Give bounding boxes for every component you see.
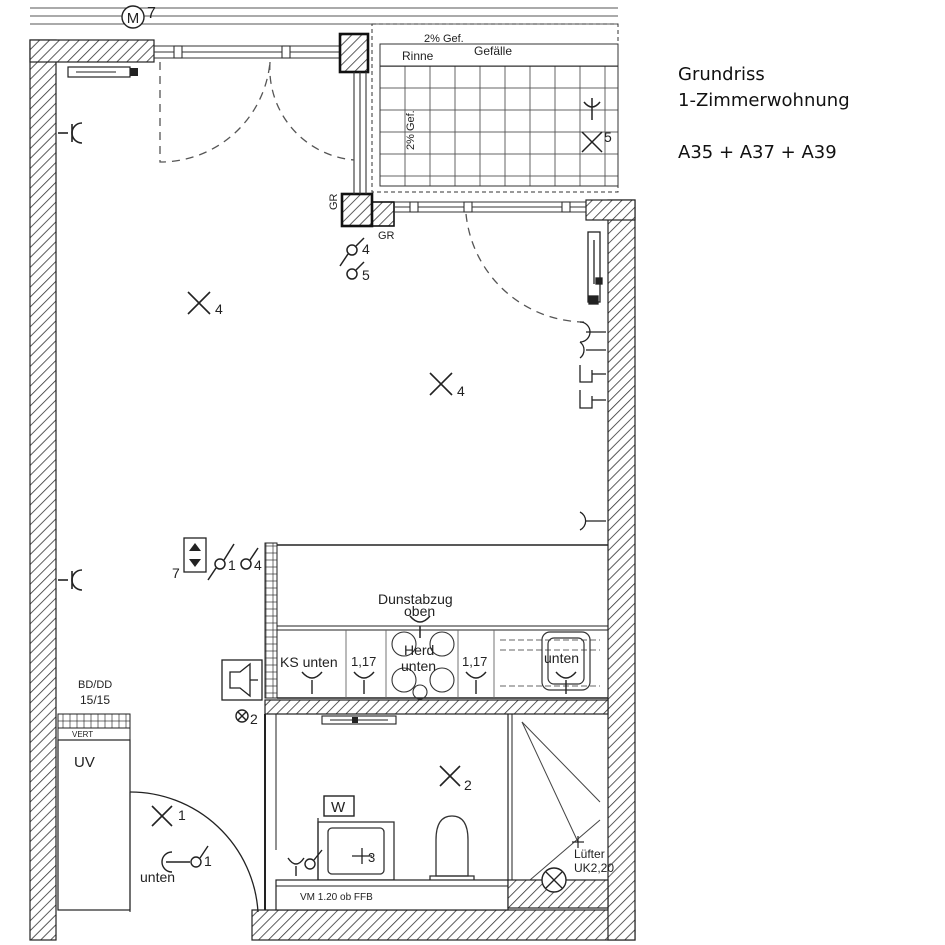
svg-text:3: 3 <box>368 850 375 865</box>
svg-text:1,17: 1,17 <box>462 654 487 669</box>
svg-text:2% Gef.: 2% Gef. <box>405 110 417 150</box>
balcony-wall-light <box>581 98 603 153</box>
door-swing-balcony <box>465 213 585 323</box>
wall-lamp-top-left <box>67 66 138 78</box>
svg-text:GR: GR <box>328 193 340 210</box>
blind-switch <box>183 537 207 573</box>
svg-text:1: 1 <box>228 557 236 573</box>
entry-socket-switch <box>161 845 209 873</box>
svg-text:2: 2 <box>464 777 472 793</box>
bath-ceiling-light <box>439 765 461 787</box>
kitchen: Dunstabzug oben KS unten 1,17 Herd unten… <box>264 542 608 700</box>
caption-title: Grundriss <box>678 64 765 85</box>
svg-text:Herd: Herd <box>404 642 434 658</box>
plan-caption: Grundriss 1-Zimmerwohnung A35 + A37 + A3… <box>678 62 850 166</box>
svg-text:4: 4 <box>362 241 370 257</box>
lower-window-frame <box>394 201 586 213</box>
entry-ceiling-light <box>151 805 173 827</box>
pillars <box>338 32 395 228</box>
balcony: 2% Gef. Rinne Gefälle 2% Gef. 5 <box>371 23 619 193</box>
door-swings <box>159 61 585 323</box>
svg-text:UV: UV <box>74 754 95 771</box>
svg-text:7: 7 <box>147 5 156 22</box>
toilet <box>429 815 475 883</box>
svg-text:M: M <box>127 10 140 27</box>
svg-text:4: 4 <box>254 557 262 573</box>
svg-text:5: 5 <box>362 267 370 283</box>
svg-text:GR: GR <box>378 230 395 242</box>
bathroom: 2 W 3 VM 1.20 ob FFB <box>264 699 614 911</box>
switch-group-room <box>207 543 259 581</box>
ceiling-outlet-socket <box>235 709 249 723</box>
bath-countertop <box>275 879 509 911</box>
svg-text:1: 1 <box>204 853 212 869</box>
shower <box>507 721 609 909</box>
svg-text:7: 7 <box>172 565 180 581</box>
hood-symbol <box>409 615 431 638</box>
kitchen-outlets <box>301 671 577 694</box>
svg-text:2% Gef.: 2% Gef. <box>424 33 464 45</box>
svg-text:UK2,20: UK2,20 <box>574 861 614 875</box>
svg-text:Dunstabzug: Dunstabzug <box>378 591 453 607</box>
ceiling-light-center <box>429 372 453 396</box>
svg-text:15/15: 15/15 <box>80 693 110 707</box>
caption-units: A35 + A37 + A39 <box>678 142 837 163</box>
hob <box>391 631 455 700</box>
svg-text:W: W <box>331 799 346 816</box>
distribution-board: BD/DD 15/15 VERT UV <box>57 679 131 911</box>
svg-text:VM 1.20 ob FFB: VM 1.20 ob FFB <box>300 892 373 903</box>
svg-text:KS unten: KS unten <box>280 654 338 670</box>
switch-group-pillar <box>339 237 365 280</box>
wall-top-left <box>29 39 155 63</box>
svg-text:1: 1 <box>178 807 186 823</box>
right-wall-fixtures <box>579 231 606 531</box>
door-swing-top-left <box>159 61 271 163</box>
svg-text:unten: unten <box>401 658 436 674</box>
meter-symbol: M 7 <box>121 5 156 29</box>
svg-text:Gefälle: Gefälle <box>474 44 512 58</box>
pillar-top <box>339 33 369 73</box>
washbasin-outlet <box>352 848 372 864</box>
door-swing-top-right <box>269 61 355 161</box>
svg-text:1,17: 1,17 <box>351 654 376 669</box>
fan-outlet <box>572 836 584 848</box>
entry-door <box>129 791 259 913</box>
svg-text:unten: unten <box>140 869 175 885</box>
svg-text:Lüfter: Lüfter <box>574 847 605 861</box>
svg-text:4: 4 <box>215 301 223 317</box>
socket-left-lower <box>58 569 83 591</box>
svg-text:VERT: VERT <box>72 730 93 739</box>
top-window-frame <box>154 45 340 59</box>
socket-left-upper <box>58 122 83 144</box>
svg-text:4: 4 <box>457 383 465 399</box>
wall-bottom <box>251 909 636 941</box>
bath-switch <box>287 849 323 876</box>
wall-right <box>607 199 636 941</box>
svg-text:2: 2 <box>250 711 258 727</box>
ceiling-light-left <box>187 291 211 315</box>
pillar-bottom <box>341 193 373 227</box>
wall-left <box>29 39 57 941</box>
speaker-icon <box>221 659 263 701</box>
svg-text:Rinne: Rinne <box>402 49 434 63</box>
balcony-door-vertical <box>353 72 367 194</box>
reference-lines <box>30 7 618 25</box>
svg-text:oben: oben <box>404 603 435 619</box>
svg-text:5: 5 <box>604 129 612 145</box>
exterior-walls <box>29 39 636 941</box>
washbasin <box>317 818 395 881</box>
bath-lamp <box>321 715 397 725</box>
svg-text:unten: unten <box>544 650 579 666</box>
caption-subtitle: 1-Zimmerwohnung <box>678 90 850 111</box>
svg-text:BD/DD: BD/DD <box>78 679 112 691</box>
wall-right-cap <box>585 199 636 221</box>
